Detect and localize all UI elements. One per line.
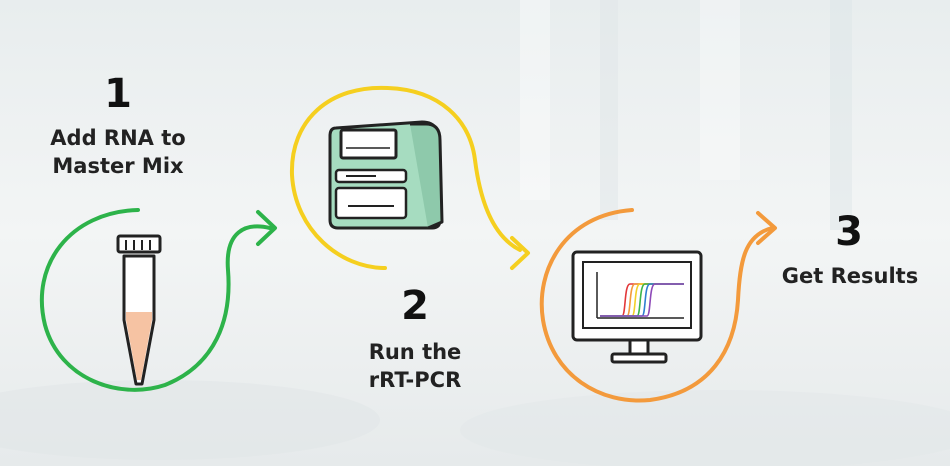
step-1-number: 1	[104, 71, 132, 117]
tube-liquid	[126, 312, 152, 380]
amplification-curve	[600, 283, 684, 317]
step1-arrowhead	[256, 210, 277, 246]
monitor-chart-icon	[571, 250, 703, 364]
step2-loop	[289, 85, 522, 270]
tube-icon	[116, 234, 162, 386]
step-1-label: Add RNA to Master Mix	[50, 126, 186, 178]
step-3-number: 3	[835, 209, 863, 255]
step3-arrowhead	[756, 211, 777, 245]
step3-loop	[539, 208, 774, 403]
step-3-label: Get Results	[781, 264, 919, 288]
amplification-curves	[600, 283, 684, 317]
step1-loop	[39, 208, 272, 392]
step-2-number: 2	[401, 283, 429, 329]
pcr-machine-icon	[328, 120, 444, 230]
step2-arrowhead	[510, 236, 530, 270]
step-2-label: Run the rRT-PCR	[368, 340, 462, 392]
